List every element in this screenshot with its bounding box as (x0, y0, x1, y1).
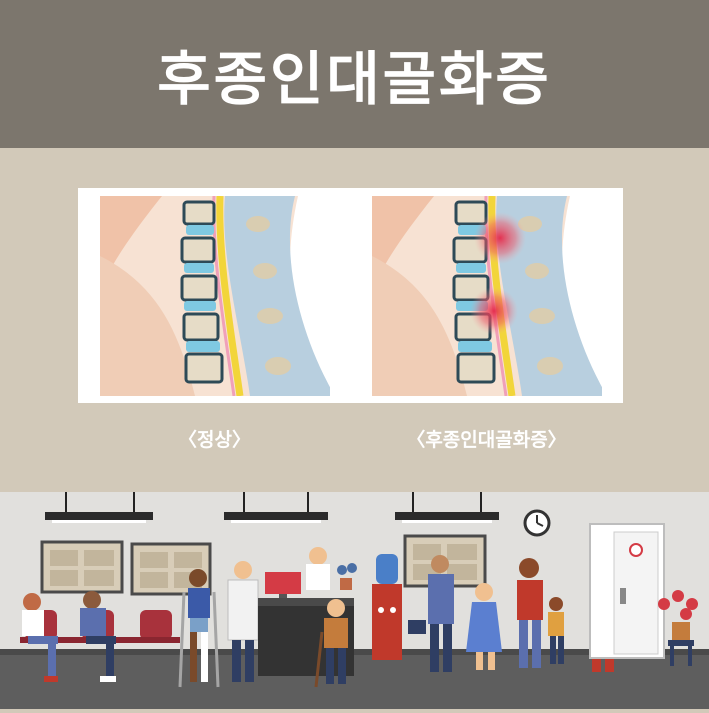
ossification-glow (474, 212, 526, 264)
opll-caption: 〈후종인대골화증〉 (406, 429, 567, 451)
patient-mother-child (517, 558, 564, 668)
opll-spine-panel (350, 188, 623, 403)
patient-man-briefcase (408, 555, 454, 672)
ceiling-lamp (395, 492, 499, 523)
patient-woman-sitting (22, 593, 58, 682)
ceiling-lamp (224, 492, 328, 523)
title-banner: 후종인대골화증 (0, 0, 709, 148)
water-cooler (372, 554, 402, 660)
patient-man-sitting (80, 591, 116, 682)
opll-spine-illustration (372, 196, 602, 396)
potted-plant (658, 590, 698, 666)
patient-elderly-woman (466, 583, 502, 670)
clinic-door (589, 523, 665, 659)
ossification-glow (470, 287, 518, 335)
page-title: 후종인대골화증 (157, 45, 552, 113)
normal-spine-illustration (100, 196, 330, 396)
notice-board (40, 540, 124, 594)
ceiling-lamp (45, 492, 153, 523)
wall-clock (523, 509, 551, 537)
potted-plant (337, 563, 357, 590)
waiting-room-illustration (0, 492, 709, 709)
patient-boy-crutches (178, 569, 220, 688)
floor (0, 652, 709, 709)
normal-caption: 〈정상〉 (178, 429, 251, 451)
doctor (227, 561, 259, 682)
normal-spine-panel (78, 188, 351, 403)
patient-elderly-man (314, 599, 348, 688)
